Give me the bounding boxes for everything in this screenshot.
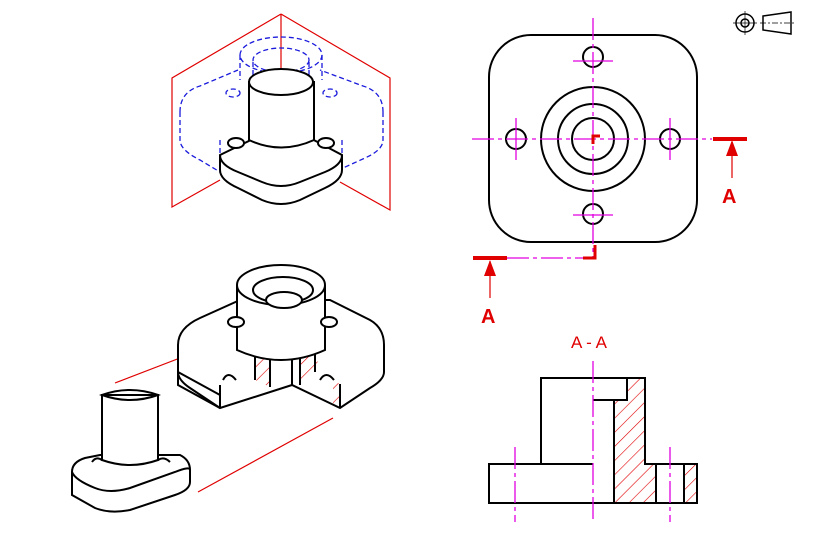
section-view: A - A (488, 333, 698, 522)
cut-label-left: A (481, 306, 495, 328)
projection-symbol-icon (733, 11, 795, 35)
isometric-planes-view (171, 13, 391, 212)
cut-label-right: A (722, 186, 736, 208)
top-view: A A (472, 18, 747, 328)
isometric-section-view (71, 264, 385, 513)
section-title: A - A (571, 333, 608, 352)
cutting-plane-line: A A (473, 137, 747, 328)
